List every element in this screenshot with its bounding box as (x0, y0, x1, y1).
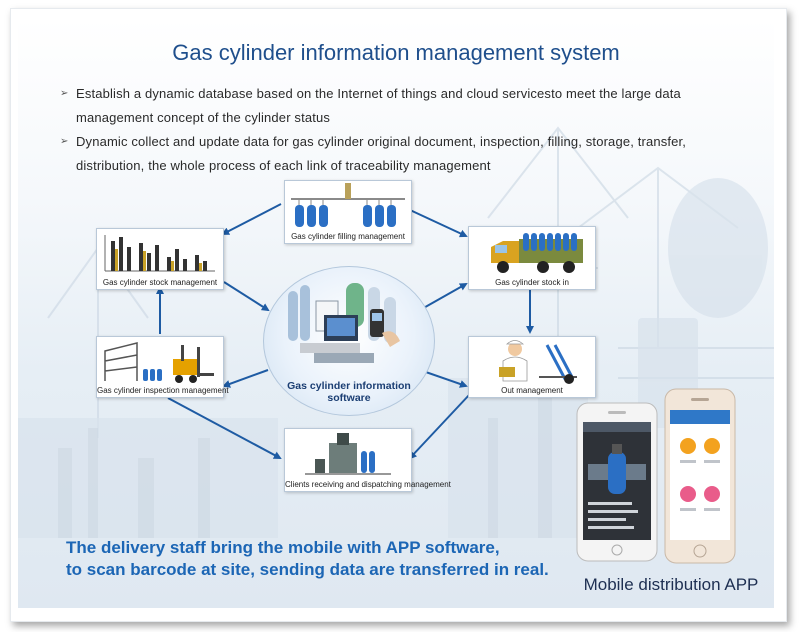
hub-label-line: software (327, 392, 371, 404)
node-label: Clients receiving and dispatching manage… (285, 480, 451, 489)
arrow-filling-to-stock (221, 203, 282, 235)
arrow-hub-to-out (419, 369, 468, 388)
worker-cart-icon (499, 340, 577, 384)
phone-right (664, 388, 736, 564)
node-clients: Clients receiving and dispatching manage… (284, 428, 451, 492)
phone-left (576, 402, 658, 562)
background-scene (18, 126, 774, 538)
inspection-station-icon (305, 433, 391, 475)
arrow-inspection-to-clients (167, 397, 282, 459)
node-label: Gas cylinder filling management (291, 232, 405, 241)
arrow-hub-to-stockin (419, 283, 468, 311)
app-label: Mobile distribution APP (583, 575, 759, 594)
truck-icon (491, 233, 583, 273)
node-stock-in: Gas cylinder stock in (468, 226, 596, 290)
node-inspection: Gas cylinder inspection management (96, 336, 229, 398)
caption-text: The delivery staff bring the mobile with… (66, 537, 606, 581)
bullet-text: management concept of the cylinder statu… (76, 110, 331, 125)
cylinder-manifold-icon (291, 183, 405, 227)
arrow-out-to-clients (408, 393, 471, 460)
flow-arrows (156, 203, 534, 460)
arrow-filling-to-stockin (409, 209, 468, 238)
warehouse-forklift-icon (104, 342, 214, 383)
node-label: Gas cylinder inspection management (97, 386, 229, 395)
page-title: Gas cylinder information management syst… (172, 40, 620, 65)
infographic-panel: Gas cylinder information management syst… (18, 18, 774, 608)
caption-line: to scan barcode at site, sending data ar… (66, 560, 549, 579)
software-collage-icon (288, 283, 400, 363)
node-label: Gas cylinder stock in (495, 278, 569, 287)
bullet-text: Dynamic collect and update data for gas … (76, 134, 687, 149)
bullet-item: Establish a dynamic database based on th… (60, 82, 752, 130)
caption-line: The delivery staff bring the mobile with… (66, 538, 500, 557)
node-stock: Gas cylinder stock management (96, 228, 224, 290)
hub-label-line: Gas cylinder information (287, 380, 411, 392)
bullet-text: Establish a dynamic database based on th… (76, 86, 681, 101)
bullet-text: distribution, the whole process of each … (76, 158, 491, 173)
node-out: Out management (468, 336, 596, 398)
node-filling: Gas cylinder filling management (284, 180, 412, 244)
bullet-item: Dynamic collect and update data for gas … (60, 130, 752, 178)
bullet-list: Establish a dynamic database based on th… (60, 82, 752, 178)
node-label: Gas cylinder stock management (102, 278, 218, 287)
arrow-stock-to-hub (223, 281, 270, 312)
arrow-hub-to-inspection (222, 369, 269, 388)
node-label: Out management (501, 386, 563, 395)
bar-chart-icon (104, 235, 215, 272)
